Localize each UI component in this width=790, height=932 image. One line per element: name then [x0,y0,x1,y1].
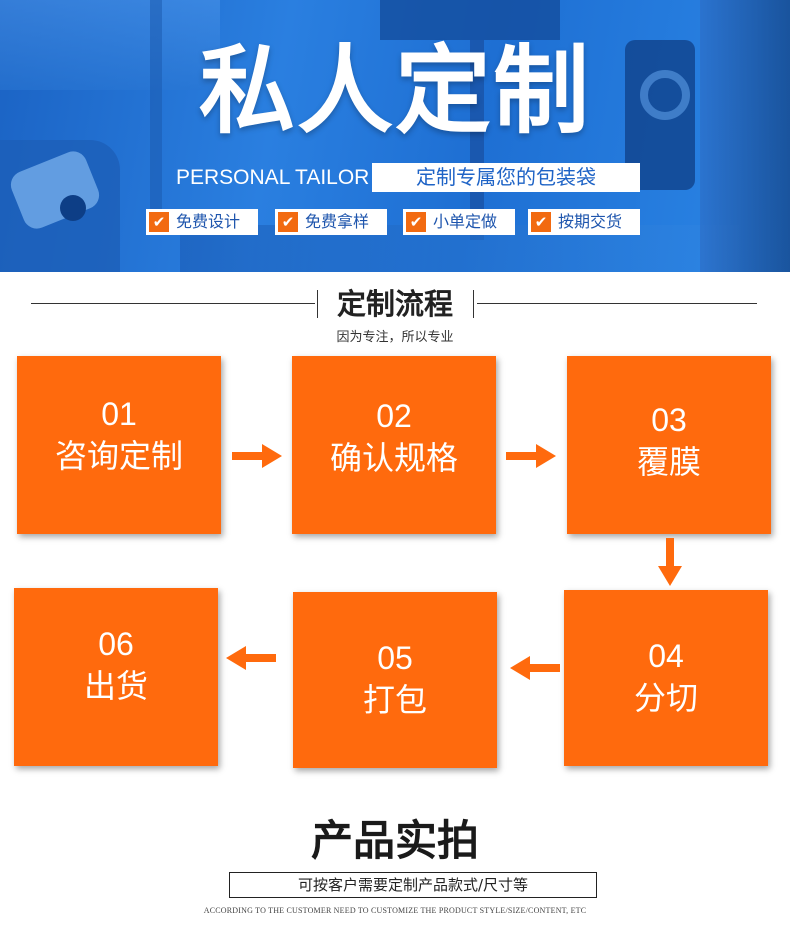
arrow-right-icon [506,444,556,468]
hero-subtitle-en: PERSONAL TAILOR [176,166,370,189]
step-number: 06 [98,626,134,662]
arrow-down-icon [658,538,682,586]
section-divider [477,303,757,304]
feature-label: 免费拿样 [305,212,370,231]
step-label: 确认规格 [329,439,458,477]
process-subtitle: 因为专注，所以专业 [336,330,454,345]
step-number: 04 [648,638,684,674]
product-title: 产品实拍 [310,816,479,865]
feature-item: ✔ 免费设计 [146,209,258,235]
hero-title: 私人定制 [199,35,591,147]
step-number: 05 [377,640,413,676]
feature-label: 小单定做 [433,212,498,231]
process-step-04: 04 分切 [564,590,768,766]
step-label: 覆膜 [636,443,701,481]
process-step-05: 05 打包 [293,592,497,768]
banner-roller-shape [60,195,86,221]
feature-item: ✔ 免费拿样 [275,209,387,235]
feature-item: ✔ 按期交货 [528,209,640,235]
banner-machine-shape [700,0,790,272]
process-step-06: 06 出货 [14,588,218,766]
check-icon: ✔ [278,212,298,232]
process-step-01: 01 咨询定制 [17,356,221,534]
step-label: 咨询定制 [54,437,183,475]
process-step-02: 02 确认规格 [292,356,496,534]
check-icon: ✔ [149,212,169,232]
arrow-right-icon [232,444,282,468]
section-divider [31,303,315,304]
banner-wheel-shape [640,70,690,120]
banner-machine-shape [150,0,162,230]
step-number: 02 [376,398,412,434]
banner-machine-shape [0,0,220,90]
step-label: 打包 [362,681,427,719]
arrow-left-icon [226,646,276,670]
arrow-left-icon [510,656,560,680]
step-number: 03 [651,402,687,438]
hero-slogan: 定制专属您的包装袋 [372,163,640,192]
feature-label: 免费设计 [176,212,241,231]
product-description-en: ACCORDING TO THE CUSTOMER NEED TO CUSTOM… [203,906,587,915]
product-description: 可按客户需要定制产品款式/尺寸等 [229,872,597,898]
check-icon: ✔ [531,212,551,232]
section-divider [473,290,474,318]
step-label: 分切 [633,679,698,717]
step-number: 01 [101,396,137,432]
step-label: 出货 [83,667,148,705]
feature-label: 按期交货 [558,212,623,231]
process-step-03: 03 覆膜 [567,356,771,534]
feature-list: ✔ 免费设计 ✔ 免费拿样 ✔ 小单定做 ✔ 按期交货 [0,209,790,235]
process-title: 定制流程 [336,287,453,321]
banner-machine-shape [380,0,560,40]
section-divider [317,290,318,318]
feature-item: ✔ 小单定做 [403,209,515,235]
hero-banner: 私人定制 PERSONAL TAILOR 定制专属您的包装袋 ✔ 免费设计 ✔ … [0,0,790,272]
check-icon: ✔ [406,212,426,232]
